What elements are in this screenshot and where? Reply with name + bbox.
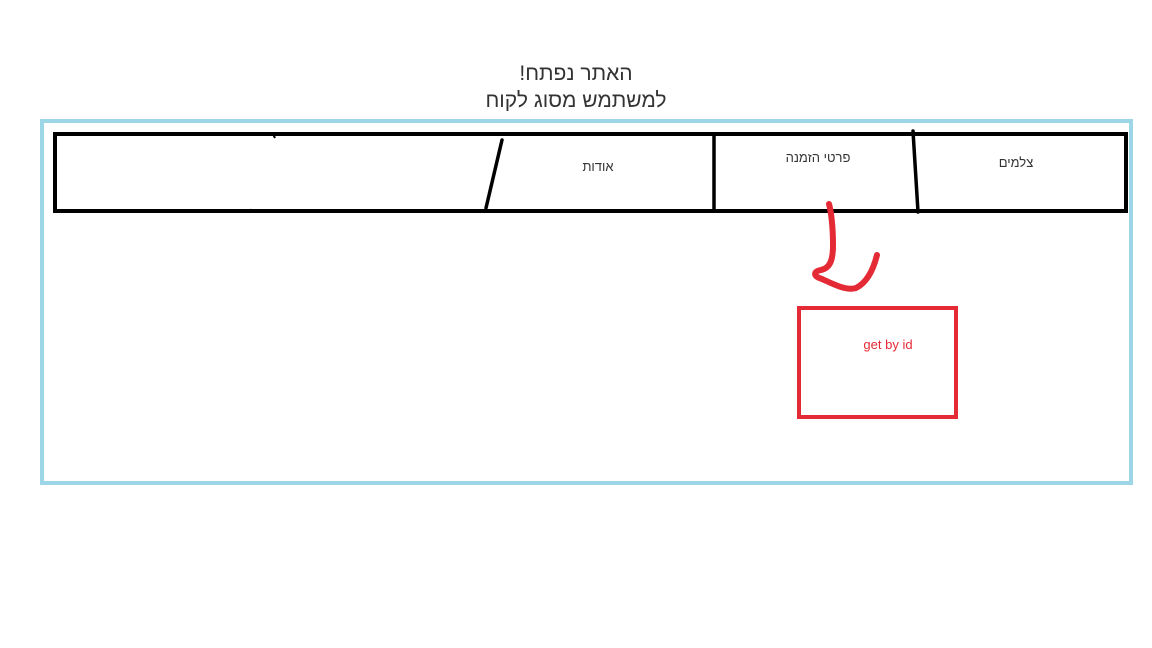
- sketch-mark-bottom: [249, 208, 255, 213]
- navigation-bar: [53, 132, 1128, 213]
- tab-about[interactable]: אודות: [582, 159, 614, 174]
- page-title: האתר נפתח!: [519, 62, 633, 85]
- divider-about-empty: [484, 138, 504, 210]
- tab-order-details[interactable]: פרטי הזמנה: [785, 150, 851, 165]
- detail-box: [797, 306, 958, 419]
- detail-box-label: get by id: [863, 337, 913, 352]
- page-subtitle: למשתמש מסוג לקוח: [485, 89, 667, 112]
- divider-photographers-orders: [911, 129, 920, 214]
- red-arrow-icon: [812, 201, 880, 292]
- sketch-mark-top: [272, 133, 276, 139]
- site-frame: [40, 119, 1133, 485]
- tab-photographers[interactable]: צלמים: [998, 155, 1034, 170]
